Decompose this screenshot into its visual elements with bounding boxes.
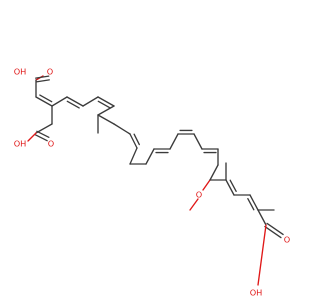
bond-c2-c3-double-second [39,94,53,103]
bond-c6-c10-double-second [97,100,111,109]
bond-c5-c6 [82,96,99,107]
molecule-structure-canvas: OH O O OH O O OH [13,66,291,298]
bond-c10-branch [97,105,115,116]
bond-c26-c27-double [249,194,259,211]
bond-c4-c5-double [66,96,84,107]
molecule-drawing: OH O O OH O O OH [14,67,291,298]
bond-layer [27,75,284,286]
bond-c2-c3-double [35,96,53,107]
atom-label-layer: OH O O OH O O OH [14,67,291,298]
bond-hydroxyl-bottom-right [257,224,267,286]
bond-c6-c10-double [97,96,115,107]
bond-c11-c12 [113,123,131,135]
bond-c13-c14 [129,147,138,165]
bond-hydroxyl-mid-left [27,132,37,142]
atom-label-methoxy-oxygen: O [196,190,202,200]
bond-c10-c11 [97,114,115,125]
bond-c15-c16 [145,148,155,165]
bond-c3-c4 [51,96,68,107]
atom-label-carbonyl-top-left: O [47,67,53,77]
bond-c19-c20 [193,133,203,150]
bond-c4-c5-double-second [66,100,80,109]
atom-label-hydroxyl-mid-left: OH [14,139,27,149]
bond-methoxy-o [202,179,211,191]
atom-label-carbonyl-bottom-right: O [284,235,290,245]
bond-c17-c18 [169,133,179,150]
bond-c26-c27-double-second [247,197,255,211]
bond-c24-c25-double [225,179,235,196]
bond-c27-c28 [257,209,267,226]
bond-carbonyl-bottom-right [264,225,282,239]
atom-label-hydroxyl-bottom-right: OH [250,288,263,298]
bond-carbonyl-top-left-second [35,75,50,79]
bond-methoxy-methyl [189,198,199,211]
bond-c22-c23 [209,164,219,181]
bond-carbonyl-mid-left [34,134,48,142]
bond-c12-c13-double [129,133,138,149]
bond-carbonyl-bottom-right-second [266,222,284,236]
atom-label-hydroxyl-top-left: OH [14,67,27,77]
atom-label-carbonyl-mid-left: O [48,139,54,149]
bond-carbonyl-mid-left-second [36,130,50,138]
bond-c12-c13-double-second [133,133,140,146]
bond-c24-c25-double-second [229,179,237,193]
bond-carbonyl-top-left [35,79,50,83]
